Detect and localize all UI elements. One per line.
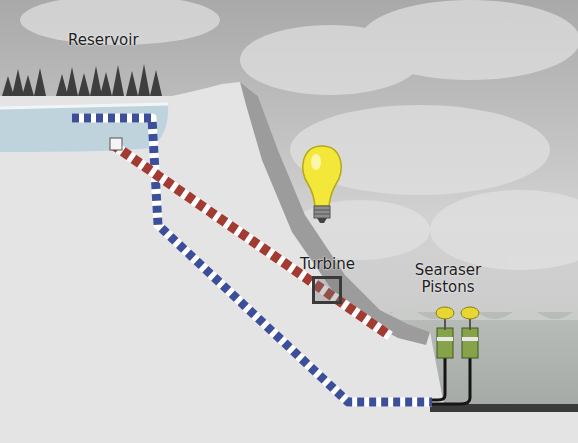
- reservoir-water: [0, 104, 168, 152]
- outflow-pipe: [112, 144, 390, 336]
- trees: [2, 64, 162, 96]
- valve: [110, 138, 122, 150]
- part-label: Reservoir: [68, 32, 139, 49]
- cliff-shadow: [240, 82, 430, 345]
- turbine-box: Turbine: [312, 276, 342, 304]
- part-label: Searaser Pistons: [408, 262, 488, 296]
- searaser-pistons: [436, 307, 479, 358]
- waves: [390, 309, 578, 320]
- intake-pipe: [72, 118, 432, 402]
- hill: [0, 82, 578, 443]
- light-bulb: [303, 146, 342, 223]
- node-heading: Turbine: [300, 256, 355, 273]
- piston-pipes: [432, 358, 470, 404]
